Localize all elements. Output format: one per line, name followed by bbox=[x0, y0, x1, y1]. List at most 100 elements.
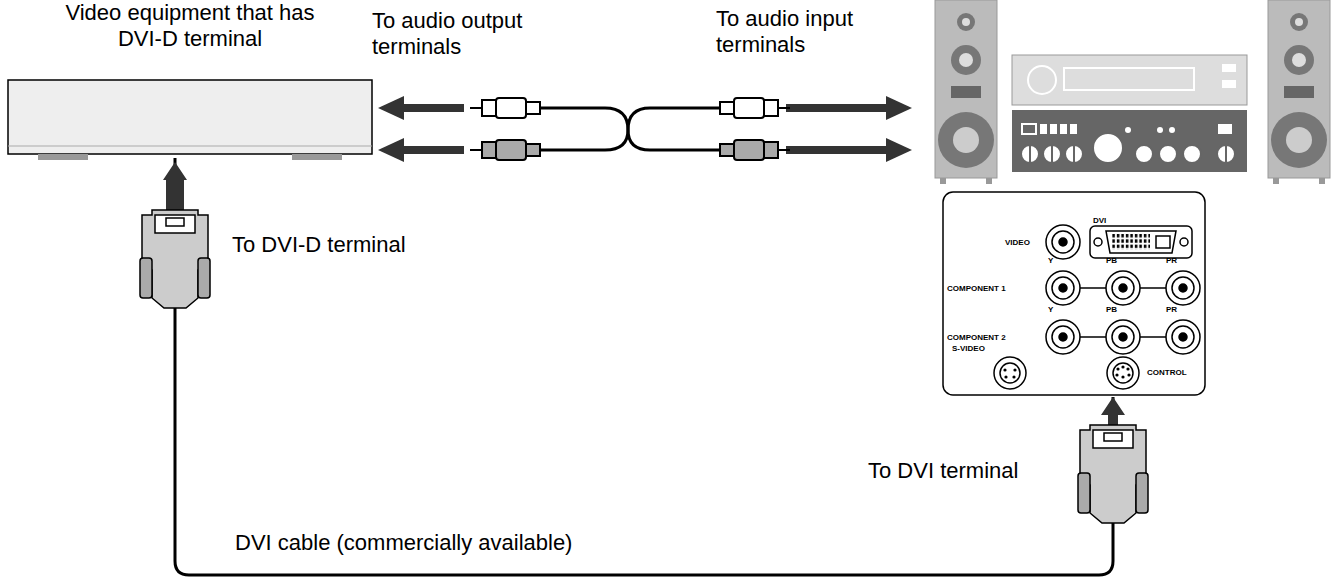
speaker-left bbox=[940, 178, 946, 184]
speaker-left bbox=[959, 53, 973, 67]
audio-arrows bbox=[886, 138, 912, 162]
speaker-right bbox=[1290, 13, 1308, 31]
jack-label: PB bbox=[1106, 305, 1117, 315]
dvi-port bbox=[1180, 238, 1188, 246]
speaker-left bbox=[951, 86, 981, 98]
rca-jacks bbox=[1052, 231, 1074, 253]
amplifier bbox=[1125, 127, 1131, 133]
video-equipment bbox=[8, 146, 372, 147]
rca-jacks bbox=[1172, 326, 1194, 348]
dvi-plug bbox=[1078, 425, 1148, 523]
rca-jacks bbox=[1046, 225, 1080, 259]
terminal-panel: VIDEODVIYPBPRCOMPONENT 1YPBPRCOMPONENT 2… bbox=[943, 192, 1205, 395]
amplifier bbox=[1222, 80, 1236, 88]
jack-label: Y bbox=[1048, 256, 1053, 266]
audio-cable bbox=[540, 108, 720, 150]
dvi-port bbox=[1106, 231, 1176, 253]
din-jacks bbox=[1115, 373, 1118, 376]
jack-label: PR bbox=[1166, 256, 1177, 266]
din-jacks bbox=[994, 357, 1026, 389]
audio-cable bbox=[540, 108, 720, 150]
speaker-left bbox=[986, 178, 992, 184]
rca-jacks bbox=[1119, 333, 1127, 341]
rca-jacks bbox=[1059, 333, 1067, 341]
audio-arrows bbox=[786, 146, 890, 154]
rca-plugs bbox=[720, 98, 790, 118]
terminal-name: COMPONENT 1 bbox=[947, 284, 1006, 294]
dvi-plug bbox=[198, 258, 210, 298]
rca-plugs bbox=[470, 107, 482, 109]
rca-jacks bbox=[1052, 326, 1074, 348]
rca-plugs bbox=[764, 100, 778, 116]
audio-cable bbox=[540, 108, 720, 150]
dvi-plug bbox=[1078, 473, 1090, 513]
din-jacks bbox=[1107, 357, 1139, 389]
rca-jacks bbox=[1046, 271, 1080, 305]
rca-plugs bbox=[496, 140, 526, 160]
speaker-right bbox=[1284, 86, 1314, 98]
amplifier bbox=[1073, 146, 1075, 162]
rca-jacks bbox=[1046, 320, 1080, 354]
speaker-right bbox=[1286, 127, 1312, 153]
speaker-left bbox=[962, 18, 970, 26]
terminal-name: DVI bbox=[1093, 216, 1106, 226]
rca-plugs bbox=[470, 98, 790, 160]
amplifier bbox=[1159, 145, 1177, 163]
component-links bbox=[1080, 288, 1166, 337]
terminal-panel bbox=[943, 192, 1205, 395]
speaker-right bbox=[1273, 178, 1279, 184]
callout-label: To audio input terminals bbox=[716, 6, 916, 58]
speaker-left bbox=[935, 0, 997, 184]
component-links bbox=[1080, 287, 1106, 289]
din-jacks bbox=[1126, 367, 1129, 370]
rca-plugs bbox=[720, 102, 734, 114]
din-jacks bbox=[994, 357, 1139, 389]
audio-arrows bbox=[886, 96, 912, 120]
callout-label: To audio output terminals bbox=[372, 8, 562, 60]
amplifier bbox=[1050, 124, 1057, 134]
rca-plugs bbox=[734, 98, 764, 118]
rca-jacks bbox=[1106, 320, 1140, 354]
speaker-left bbox=[957, 13, 975, 31]
amplifier bbox=[1064, 68, 1194, 90]
rca-plugs bbox=[470, 140, 540, 160]
amplifier bbox=[1030, 146, 1226, 162]
rca-jacks bbox=[1172, 277, 1194, 299]
audio-arrows bbox=[400, 104, 464, 112]
terminal-name: COMPONENT 2 bbox=[947, 333, 1006, 343]
amplifier bbox=[1028, 66, 1056, 94]
terminal-name: VIDEO bbox=[1005, 238, 1030, 248]
speaker-right bbox=[1268, 0, 1330, 178]
amplifier bbox=[1012, 110, 1247, 172]
jack-label: PR bbox=[1166, 305, 1177, 315]
terminal-panel bbox=[943, 192, 1205, 395]
speaker-right bbox=[1319, 178, 1325, 184]
speaker-right bbox=[1284, 45, 1314, 75]
rca-jacks bbox=[1166, 271, 1200, 305]
amplifier bbox=[1218, 124, 1232, 134]
rca-plugs bbox=[470, 98, 540, 118]
din-jacks bbox=[1003, 368, 1006, 371]
amplifier bbox=[1012, 55, 1247, 172]
din-jacks bbox=[1013, 368, 1016, 371]
rca-plugs bbox=[470, 149, 482, 151]
component-links bbox=[1140, 287, 1166, 289]
audio-arrows bbox=[378, 138, 404, 162]
speaker-right bbox=[1268, 0, 1330, 184]
dvi-plug bbox=[166, 218, 184, 226]
dvi-port bbox=[1090, 226, 1192, 258]
amplifier bbox=[1065, 145, 1083, 163]
amplifier bbox=[1043, 145, 1061, 163]
component-links bbox=[1140, 336, 1166, 338]
rca-plugs bbox=[482, 142, 496, 158]
speaker-right bbox=[1292, 53, 1306, 67]
speaker-left bbox=[951, 45, 981, 75]
callout-label: To DVI-D terminal bbox=[232, 232, 406, 258]
device-heading: Video equipment that has DVI-D terminal bbox=[53, 0, 327, 52]
amplifier bbox=[1022, 124, 1036, 134]
rca-jacks bbox=[1179, 333, 1187, 341]
audio-arrows bbox=[378, 96, 912, 162]
jack-label: Y bbox=[1048, 305, 1053, 315]
rca-plugs bbox=[526, 144, 540, 156]
